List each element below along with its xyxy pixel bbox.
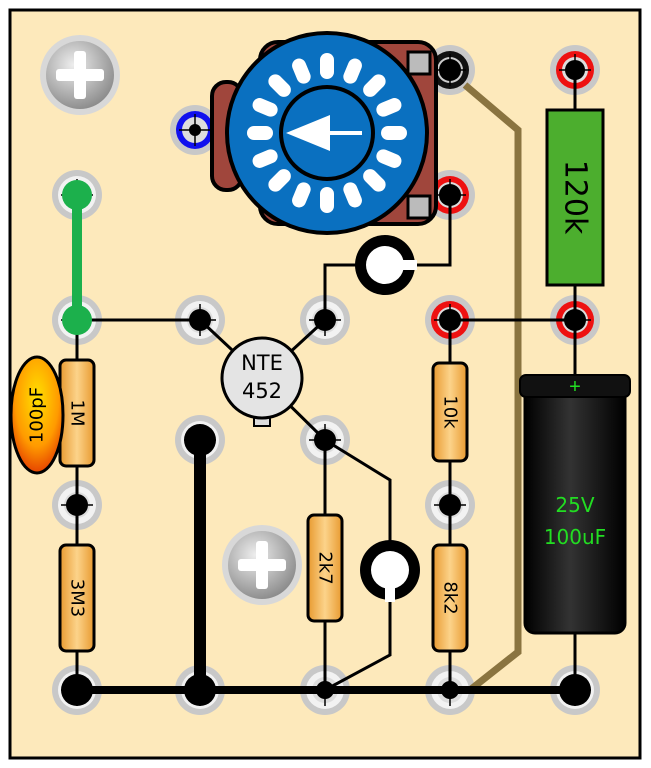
solder-joint: [441, 681, 459, 699]
solder-joint: [439, 309, 461, 331]
solder-joint: [184, 424, 216, 456]
pot-tick: [363, 169, 386, 192]
solder-joint: [316, 681, 334, 699]
solder-joint: [314, 309, 336, 331]
resistor-1M: 1M: [58, 358, 96, 468]
pot-tick: [343, 58, 362, 84]
resistor-3M3: 3M3: [58, 543, 96, 653]
transistor-number: 452: [242, 379, 282, 403]
capacitor-label: 100pF: [27, 387, 48, 443]
resistor-label: 2k7: [315, 551, 336, 584]
screw-icon: [40, 35, 120, 115]
pot-tick: [252, 98, 278, 117]
pot-tick: [343, 182, 362, 208]
solder-joint: [189, 124, 201, 136]
capacitance-label: 100uF: [544, 525, 606, 549]
solder-joint: [439, 59, 461, 81]
wire: [324, 595, 392, 692]
terminal[interactable]: [170, 105, 220, 155]
solder-joint: [184, 674, 216, 706]
transistor-label: NTE: [241, 351, 283, 375]
pot-tick: [252, 149, 278, 168]
thermistor-bottom: [360, 540, 420, 602]
transistor: NTE 452: [220, 336, 304, 427]
arrow-left-icon: [286, 115, 330, 151]
solder-joint: [439, 184, 461, 206]
resistor-label: 10k: [440, 395, 461, 429]
resistor-label: 3M3: [67, 579, 88, 617]
pot-tick: [376, 98, 402, 117]
solder-joint: [439, 494, 461, 516]
pot-tick: [247, 126, 273, 140]
pot-tick: [381, 126, 407, 140]
solder-joint: [565, 60, 585, 80]
resistor-8k2: 8k2: [431, 543, 469, 653]
resistor-label: 120k: [558, 160, 593, 235]
solder-joint: [66, 494, 88, 516]
resistor-120k: 120k: [545, 108, 605, 287]
solder-joint: [314, 429, 336, 451]
solder-joint: [564, 309, 586, 331]
pot-tick: [376, 149, 402, 168]
solder-joint: [559, 674, 591, 706]
pot-tick: [363, 74, 386, 97]
voltage-label: 25V: [555, 493, 594, 517]
capacitor-electrolytic: + 25V 100uF: [519, 374, 631, 635]
green-wire-end: [62, 305, 92, 335]
green-wire-end: [62, 180, 92, 210]
polarity-label: +: [569, 376, 581, 398]
resistor-label: 8k2: [440, 581, 461, 614]
thermistor-top: [355, 235, 417, 295]
resistor-label: 1M: [67, 400, 88, 427]
screw-icon: [222, 525, 302, 605]
wire: [323, 263, 365, 320]
pot-tick: [292, 58, 311, 84]
capacitor-100pF: 100pF: [9, 355, 65, 475]
solder-joint: [61, 674, 93, 706]
resistor-10k: 10k: [431, 361, 469, 463]
solder-joint: [189, 309, 211, 331]
potentiometer[interactable]: [210, 31, 438, 235]
pot-tick: [320, 53, 334, 79]
brown-wire: [462, 82, 522, 693]
pot-tick: [292, 182, 311, 208]
wire: [405, 195, 452, 267]
pot-tick: [320, 187, 334, 213]
pot-tick: [268, 169, 291, 192]
pot-tick: [268, 74, 291, 97]
resistor-2k7: 2k7: [306, 513, 344, 623]
wire: [324, 438, 392, 545]
